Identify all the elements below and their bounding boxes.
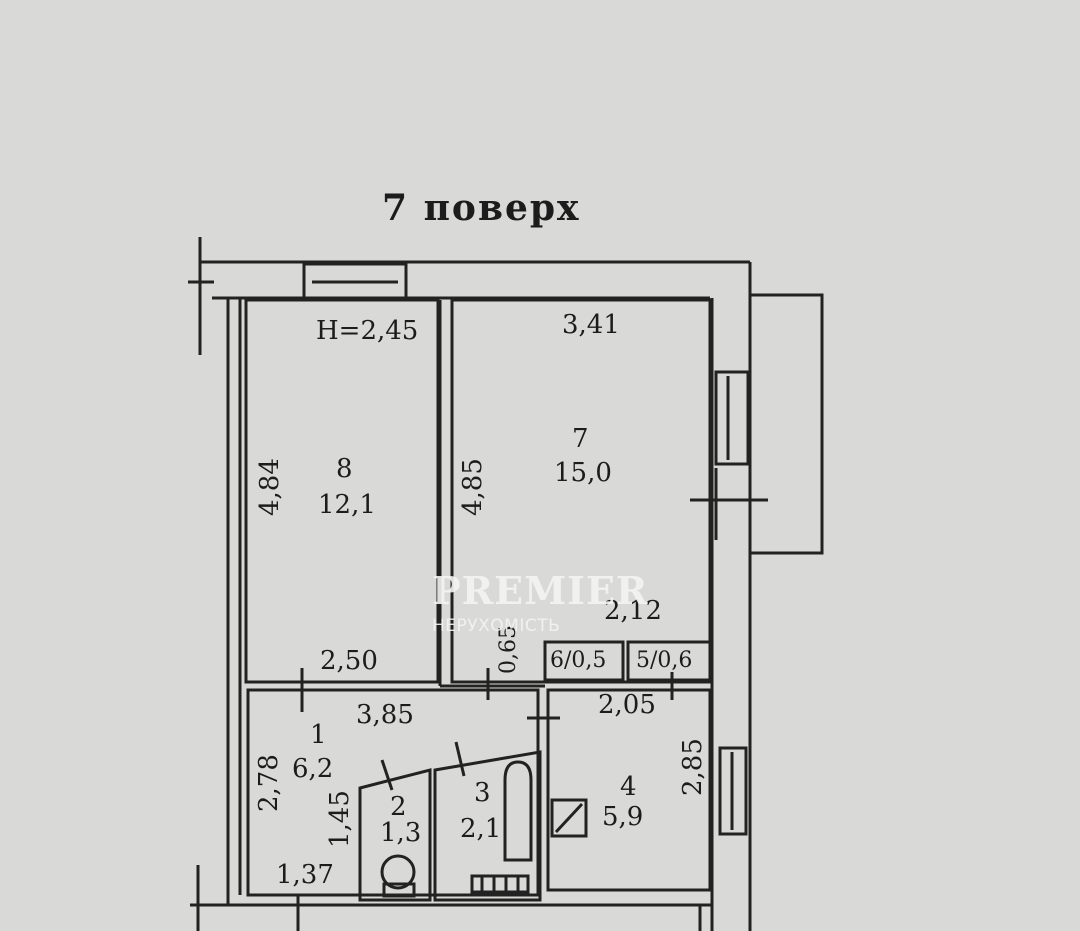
closet-5-outline — [626, 640, 712, 682]
ceiling-height-label: Н=2,45 — [316, 316, 419, 346]
room-7-partial-label: 2,12 — [604, 596, 662, 626]
floor-label: 7 поверх — [382, 187, 581, 229]
top-window — [302, 262, 408, 300]
balcony — [690, 293, 824, 555]
kitchen-width-label: 2,05 — [598, 690, 656, 720]
room-1-area: 6,2 — [292, 754, 334, 784]
room-2-area: 1,3 — [380, 818, 422, 848]
outer-walls — [188, 237, 752, 931]
closet-5-label: 5/0,6 — [636, 648, 693, 673]
hall-bottom-label: 1,37 — [276, 860, 334, 890]
room-3-outline — [433, 750, 542, 902]
room-8-length-label: 4,84 — [255, 458, 285, 516]
hall-width-label: 3,85 — [356, 700, 414, 730]
hall-length-label: 2,78 — [254, 754, 284, 812]
watermark-brand: PREMIER — [432, 568, 649, 613]
watermark-subtitle: НЕРУХОМІСТЬ — [432, 616, 561, 636]
room-4-area: 5,9 — [602, 802, 644, 832]
room-8-area: 12,1 — [318, 490, 376, 520]
kitchen-stove — [550, 798, 588, 838]
room-7-area: 15,0 — [554, 458, 612, 488]
room-8-width-label: 2,50 — [320, 646, 378, 676]
room-2-outline — [358, 768, 432, 902]
room-4-outline — [546, 688, 712, 892]
room-4-number: 4 — [620, 772, 637, 802]
room-1-number: 1 — [310, 720, 327, 750]
room-8-outline — [244, 298, 440, 684]
watermark-logo: PREMIER НЕРУХОМІСТЬ — [432, 568, 649, 637]
kitchen-length-label: 2,85 — [678, 738, 708, 796]
kitchen-stove-line — [554, 802, 584, 834]
balcony-outline — [750, 293, 824, 555]
toilet-bowl — [380, 854, 416, 890]
bathtub — [503, 760, 533, 862]
bath-door-tick — [454, 741, 466, 777]
closet-6-outline — [543, 640, 625, 682]
bath-radiator — [470, 874, 530, 894]
room-7-width-label: 3,41 — [562, 310, 620, 340]
room-3-area: 2,1 — [460, 814, 502, 844]
room-7-length-label: 4,85 — [458, 458, 488, 516]
closet-6-label: 6/0,5 — [550, 648, 607, 673]
toilet-tank — [382, 882, 416, 898]
room-8-number: 8 — [336, 454, 353, 484]
room-3-number: 3 — [474, 778, 491, 808]
top-window-frame — [302, 262, 408, 300]
room-7-outline — [450, 298, 712, 684]
hall-inner-label: 1,45 — [325, 790, 355, 848]
room-7-number: 7 — [572, 424, 589, 454]
kitchen-window — [718, 746, 748, 836]
wc-door-tick — [380, 759, 394, 791]
room-2-number: 2 — [390, 792, 407, 822]
balcony-door — [714, 370, 750, 466]
